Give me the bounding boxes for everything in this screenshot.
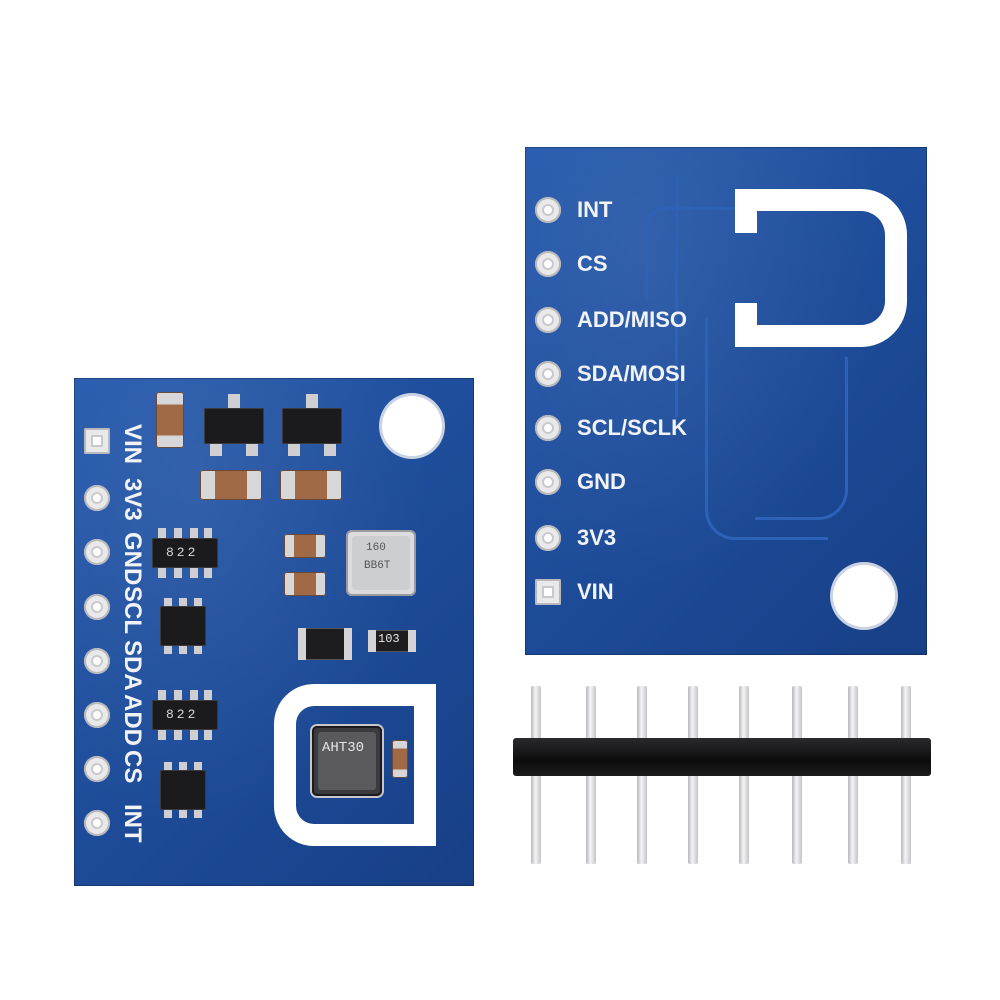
thermal-isolation-slot bbox=[274, 684, 436, 846]
capacitor bbox=[284, 572, 326, 596]
pin-label: VIN bbox=[577, 579, 614, 604]
sensor-marking: AHT30 bbox=[322, 740, 365, 756]
mosfet-chip bbox=[160, 762, 206, 818]
pin-header bbox=[513, 686, 931, 866]
pad-add bbox=[535, 307, 561, 333]
pad-int bbox=[84, 810, 110, 836]
chip-marking: 822 bbox=[166, 707, 199, 722]
thermal-isolation-slot bbox=[735, 189, 907, 347]
pad-cs bbox=[535, 251, 561, 277]
pin-label: CS bbox=[577, 251, 608, 276]
pressure-sensor: 160 BB6T bbox=[346, 530, 416, 596]
sensor-marking: BB6T bbox=[364, 560, 391, 572]
pad-cs bbox=[84, 756, 110, 782]
pin-label: ADD bbox=[119, 694, 146, 746]
pad-3v3 bbox=[535, 525, 561, 551]
pin-label: 3V3 bbox=[577, 525, 617, 550]
pin-label: INT bbox=[119, 804, 146, 843]
sensor-marking: 160 bbox=[366, 542, 386, 554]
resistor: 103 bbox=[368, 630, 416, 652]
pin-label: INT bbox=[577, 197, 613, 222]
humidity-sensor: AHT30 bbox=[312, 726, 382, 796]
resistor-array: 822 bbox=[152, 528, 218, 578]
pad-vin bbox=[84, 428, 110, 454]
pin-label: GND bbox=[577, 469, 626, 494]
resistor-marking: 103 bbox=[378, 632, 400, 646]
pad-add bbox=[84, 702, 110, 728]
thermal-isolation-slot bbox=[735, 303, 757, 347]
pad-sda bbox=[535, 361, 561, 387]
capacitor bbox=[156, 392, 184, 448]
thermal-isolation-slot bbox=[414, 684, 436, 846]
pad-3v3 bbox=[84, 485, 110, 511]
chip-marking: 822 bbox=[166, 545, 199, 560]
pad-gnd bbox=[84, 539, 110, 565]
mounting-hole bbox=[382, 396, 442, 456]
transistor-chip bbox=[282, 394, 342, 456]
pin-label: SCL/SCLK bbox=[577, 415, 687, 440]
capacitor bbox=[200, 470, 262, 500]
capacitor bbox=[280, 470, 342, 500]
sensor-board-back: INT CS ADD/MISO SDA/MOSI SCL/SCLK GND 3V… bbox=[525, 147, 927, 655]
capacitor bbox=[284, 534, 326, 558]
regulator-chip bbox=[204, 394, 264, 456]
pad-scl bbox=[535, 415, 561, 441]
pin-label: SDA/MOSI bbox=[577, 361, 686, 386]
pad-vin bbox=[535, 579, 561, 605]
thermal-isolation-slot bbox=[735, 189, 757, 233]
header-plastic-bar bbox=[513, 738, 931, 776]
pad-int bbox=[535, 197, 561, 223]
resistor-array: 822 bbox=[152, 690, 218, 740]
mounting-hole bbox=[833, 565, 895, 627]
mosfet-chip bbox=[160, 598, 206, 654]
pad-sda bbox=[84, 648, 110, 674]
pad-gnd bbox=[535, 469, 561, 495]
sensor-board-front: VIN 3V3 GND SCL SDA ADD CS INT bbox=[74, 378, 474, 886]
capacitor bbox=[392, 740, 408, 778]
inductor bbox=[298, 628, 352, 660]
pad-scl bbox=[84, 594, 110, 620]
pin-label: ADD/MISO bbox=[577, 307, 687, 332]
